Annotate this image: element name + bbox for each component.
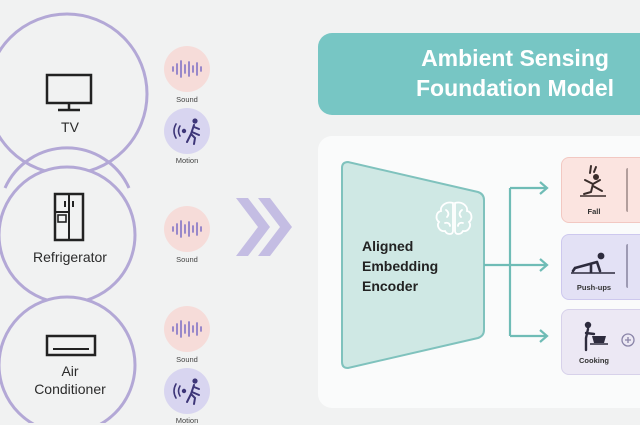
motion-icon [173,378,200,405]
tv-icon [45,73,93,112]
fall-icon [580,165,606,197]
sound-wave-icon [172,220,202,238]
motion-chip [164,108,210,154]
motion-label: Motion [175,416,199,425]
air-conditioner-label: Air Conditioner [34,363,106,397]
fall-label: Fall [587,207,601,216]
air-conditioner-ring [0,295,137,423]
sound-label: Sound [176,355,198,364]
encoder-label: Aligned Embedding Encoder [362,236,438,296]
refrigerator-label: Refrigerator [33,249,107,265]
encoder-label-line-3: Encoder [362,278,419,294]
device-chain [0,12,149,423]
model-title: Ambient Sensing Foundation Model [385,43,640,103]
motion-chip [164,368,210,414]
push-ups-card-divider [626,244,640,288]
sound-label: Sound [176,95,198,104]
air-conditioner-icon [45,334,97,357]
cooking-icon [584,321,608,352]
sound-chip [164,46,210,92]
cooking-label: Cooking [579,356,609,365]
fall-card-divider [626,168,640,212]
sound-chip [164,206,210,252]
plus-icon [621,333,635,347]
push-ups-label: Push-ups [576,283,612,292]
double-chevron-icon [236,198,292,256]
model-title-panel [318,33,640,115]
refrigerator-icon [53,192,85,242]
motion-icon [173,118,200,145]
encoder-label-line-2: Embedding [362,258,439,274]
sound-label: Sound [176,255,198,264]
brain-icon [435,201,473,235]
sound-chip [164,306,210,352]
output-card-cooking [561,309,640,375]
sound-wave-icon [172,60,202,78]
encoder-label-line-1: Aligned [362,238,414,254]
motion-label: Motion [175,156,199,165]
tv-label: TV [61,119,79,135]
output-arrows [484,181,549,343]
model-title-line-2: Foundation Model [415,75,614,101]
push-ups-icon [571,252,615,274]
model-title-line-1: Ambient Sensing [421,45,609,71]
sound-wave-icon [172,320,202,338]
